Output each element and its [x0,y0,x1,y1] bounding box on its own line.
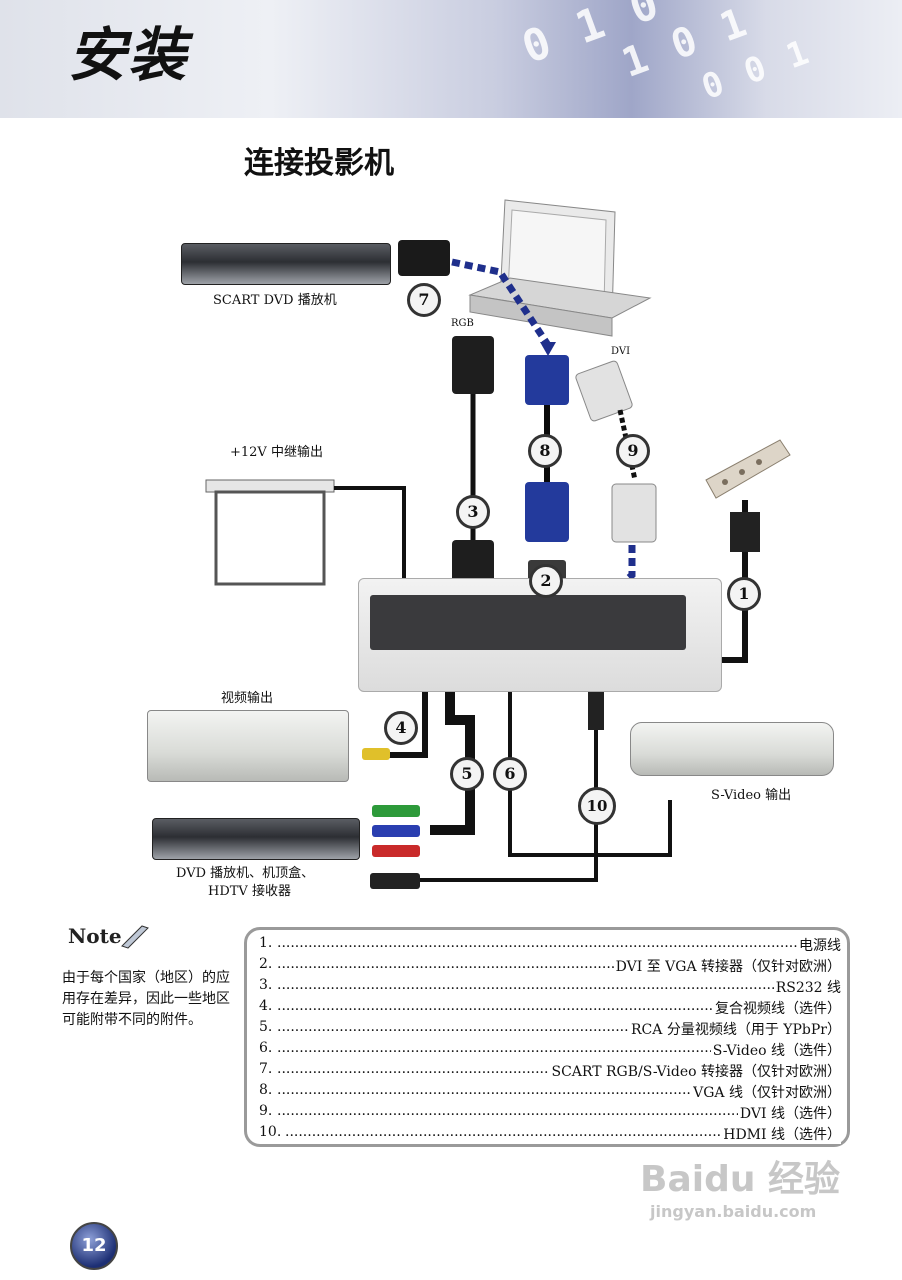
legend-row: ........................................… [259,1061,841,1082]
laptop-icon [468,199,652,337]
page-number: 12 [70,1222,118,1270]
legend-row: ........................................… [259,1019,841,1039]
legend-number: 3. [259,977,275,993]
legend-row: ........................................… [259,1103,841,1123]
badge-1: 1 [727,577,761,611]
page-title: 连接投影机 [244,146,394,181]
legend-row: ........................................… [259,935,841,955]
badge-6: 6 [493,757,527,791]
badge-3: 3 [456,495,490,529]
legend-number: 1. [259,935,275,951]
video-output-label: 视频输出 [221,691,274,706]
legend-number: 2. [259,956,275,972]
rgb-label: RGB [451,318,474,329]
legend-text: DVI 至 VGA 转接器（仅针对欧洲） [613,956,841,976]
legend-text: S-Video 线（选件） [710,1040,841,1060]
legend-text: HDMI 线（选件） [721,1124,841,1144]
legend-number: 6. [259,1040,275,1056]
dvd-player-icon [152,818,360,860]
legend-row: ........................................… [259,956,841,976]
projector-connector-panel [370,595,686,650]
legend-number: 5. [259,1019,275,1035]
watermark-logo: Baidu 经验 [640,1159,841,1200]
legend-text: 复合视频线（选件） [713,998,841,1018]
header-banner: 0 1 0 1 0 1 0 0 1 安装 [0,0,902,118]
pen-icon [121,925,149,949]
note-text: 由于每个国家（地区）的应用存在差异，因此一些地区可能附带不同的附件。 [62,970,230,1028]
legend-number: 7. [259,1061,275,1077]
badge-9: 9 [616,434,650,468]
badge-4: 4 [384,711,418,745]
dvd-combo-label-line2: HDTV 接收器 [208,884,291,899]
legend-row: ........................................… [259,1040,841,1060]
power-strip-icon [705,439,791,499]
badge-2: 2 [529,564,563,598]
legend-row: ........................................… [259,977,841,997]
legend-text: VGA 线（仅针对欧洲） [691,1082,841,1102]
legend-number: 10. [259,1124,284,1140]
watermark: Baidu 经验 jingyan.baidu.com [640,1150,860,1221]
badge-5: 5 [450,757,484,791]
scart-dvd-label: SCART DVD 播放机 [213,293,337,308]
legend-row: ........................................… [259,1124,841,1144]
legend-row: ........................................… [259,1082,841,1102]
badge-10: 10 [578,787,616,825]
legend-text: RS232 线 [773,977,841,997]
legend-text: RCA 分量视频线（用于 YPbPr） [629,1019,841,1039]
svideo-output-label: S-Video 输出 [711,788,792,803]
screen-icon [205,479,335,586]
badge-7: 7 [407,283,441,317]
legend-number: 9. [259,1103,275,1119]
relay-output-label: +12V 中继输出 [230,445,323,460]
legend-row: ........................................… [259,998,841,1018]
note-logo: Note [68,924,122,948]
badge-8: 8 [528,434,562,468]
legend-text: 电源线 [797,935,841,955]
legend-text: DVI 线（选件） [737,1103,841,1123]
cable-legend: ........................................… [244,927,850,1147]
scart-dvd-player-icon [181,243,391,285]
legend-text: SCART RGB/S-Video 转接器（仅针对欧洲） [549,1061,841,1081]
dvd-combo-label-line1: DVD 播放机、机顶盒、 [176,866,315,881]
legend-number: 8. [259,1082,275,1098]
vcr-icon [147,710,349,782]
section-title: 安装 [68,21,189,89]
connection-diagram [205,199,791,889]
dvi-label: DVI [611,346,631,357]
watermark-url: jingyan.baidu.com [650,1202,817,1221]
legend-number: 4. [259,998,275,1014]
svideo-device-icon [630,722,834,776]
